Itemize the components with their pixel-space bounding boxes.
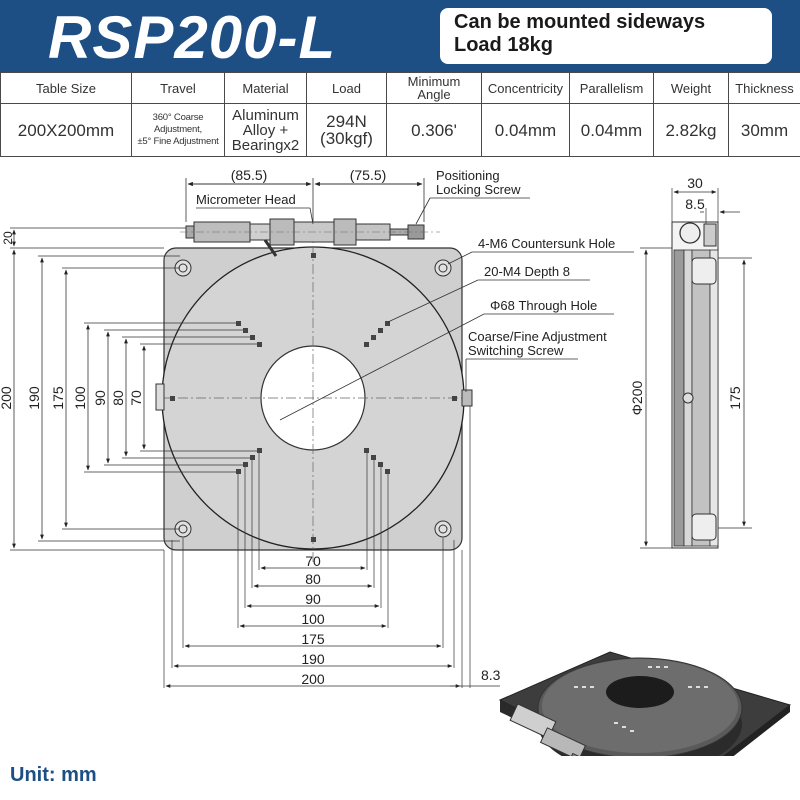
plate-side-tab: [155, 383, 165, 411]
m4-hole: [243, 328, 248, 333]
label-switching-1: Coarse/Fine Adjustment: [468, 329, 607, 344]
dim-bottom-label: 90: [305, 591, 321, 607]
dim-left-label: 190: [26, 386, 42, 410]
spec-header-cell: Weight: [653, 72, 729, 104]
dim-left-label: 200: [0, 386, 14, 410]
m4-hole: [371, 335, 376, 340]
spec-header-cell: Travel: [131, 72, 225, 104]
spec-travel-line: Adjustment,: [154, 124, 202, 135]
dim-bottom-label: 70: [305, 553, 321, 569]
m4-hole: [250, 335, 255, 340]
spec-material-line: Aluminum: [232, 106, 299, 124]
leader-positioning: [415, 197, 431, 225]
m4-hole: [452, 396, 457, 401]
spec-header-cell: Material: [224, 72, 307, 104]
dim-bottom-label: 200: [301, 671, 325, 687]
label-m4-depth: 20-M4 Depth 8: [484, 264, 570, 279]
m4-hole: [236, 469, 241, 474]
leader-micrometer-head: [309, 207, 314, 225]
m4-hole: [236, 321, 241, 326]
dim-side-small: 8.5: [685, 196, 705, 212]
m4-hole: [378, 462, 383, 467]
dim-bottom-label: 190: [301, 651, 325, 667]
label-countersunk: 4-M6 Countersunk Hole: [478, 236, 615, 251]
feature-note-mounting: Can be mounted sideways: [454, 11, 706, 33]
spec-thickness: 30mm: [728, 103, 800, 157]
dim-side-width: 30: [687, 175, 703, 191]
m4-hole: [257, 448, 262, 453]
feature-note-load: Load 18kg: [454, 34, 553, 56]
spec-header-cell: Concentricity: [481, 72, 570, 104]
dim-left-label: 90: [92, 390, 108, 406]
dim-left-label: 80: [110, 390, 126, 406]
header-banner: RSP200-L Can be mounted sideways Load 18…: [0, 0, 800, 72]
spec-header-cell: Thickness: [728, 72, 800, 104]
dim-top-right: (75.5): [350, 167, 387, 183]
m4-hole: [364, 342, 369, 347]
spec-load: 294N (30kgf): [306, 103, 387, 157]
spec-material-line: Alloy +: [242, 121, 289, 139]
unit-label: Unit: mm: [10, 764, 97, 786]
spec-travel: 360° Coarse Adjustment, ±5° Fine Adjustm…: [131, 103, 225, 157]
dim-left-label: 20: [1, 231, 15, 245]
spec-header-cell: Load: [306, 72, 387, 104]
dim-side-height: 175: [727, 386, 743, 410]
label-switching-2: Switching Screw: [468, 343, 564, 358]
dim-top-left: (85.5): [231, 167, 268, 183]
spec-travel-line: ±5° Fine Adjustment: [137, 136, 219, 147]
leader-m4-depth: [387, 279, 479, 323]
label-micrometer-head: Micrometer Head: [196, 192, 296, 207]
countersunk-hole: [434, 259, 452, 277]
leader-countersunk: [447, 251, 473, 265]
spec-table: Table Size Travel Material Load Minimum …: [0, 72, 800, 157]
spec-travel-line: 360° Coarse: [152, 112, 204, 123]
spec-header-cell: Table Size: [0, 72, 132, 104]
m4-hole: [385, 321, 390, 326]
m4-hole: [378, 328, 383, 333]
dim-bottom-label: 175: [301, 631, 325, 647]
countersunk-hole: [434, 520, 452, 538]
spec-table-size: 200X200mm: [0, 103, 132, 157]
technical-drawing: (85.5) (75.5) Micrometer Head Positionin…: [0, 167, 792, 756]
spec-header-cell: Parallelism: [569, 72, 654, 104]
label-positioning-1: Positioning: [436, 168, 500, 183]
m4-hole: [243, 462, 248, 467]
dim-left-label: 175: [50, 386, 66, 410]
spec-material-line: Bearingx2: [231, 136, 300, 154]
m4-hole: [257, 342, 262, 347]
leader-through-hole: [279, 313, 485, 421]
spec-header-cell: Minimum Angle: [386, 72, 482, 104]
spec-load-line: 294N: [326, 112, 367, 131]
micrometer-head: [185, 218, 295, 257]
side-view: [671, 221, 719, 549]
m4-hole: [311, 537, 316, 542]
m4-hole: [311, 253, 316, 258]
product-title: RSP200-L: [48, 4, 337, 71]
dim-side-diameter: Φ200: [629, 381, 645, 416]
label-positioning-2: Locking Screw: [436, 182, 521, 197]
spec-load-line: (30kgf): [320, 129, 373, 148]
spec-weight: 2.82kg: [653, 103, 729, 157]
m4-hole: [364, 448, 369, 453]
switching-screw-body: [461, 389, 473, 407]
spec-value-row: 200X200mm 360° Coarse Adjustment, ±5° Fi…: [0, 103, 800, 157]
spec-parallelism: 0.04mm: [569, 103, 654, 157]
m4-hole: [371, 455, 376, 460]
spec-header-row: Table Size Travel Material Load Minimum …: [0, 72, 800, 104]
m4-hole: [170, 396, 175, 401]
dim-left-label: 100: [72, 386, 88, 410]
dim-offset-label: 8.3: [481, 667, 501, 683]
dim-bottom-label: 100: [301, 611, 325, 627]
dim-left-label: 70: [128, 390, 144, 406]
feature-note-box: Can be mounted sideways Load 18kg: [440, 8, 772, 64]
m4-hole: [250, 455, 255, 460]
m4-hole: [385, 469, 390, 474]
dim-bottom-label: 80: [305, 571, 321, 587]
spec-material: Aluminum Alloy + Bearingx2: [224, 103, 307, 157]
spec-concentricity: 0.04mm: [481, 103, 570, 157]
product-photo: [498, 651, 792, 756]
label-through-hole: Φ68 Through Hole: [490, 298, 597, 313]
spec-min-angle: 0.306': [386, 103, 482, 157]
